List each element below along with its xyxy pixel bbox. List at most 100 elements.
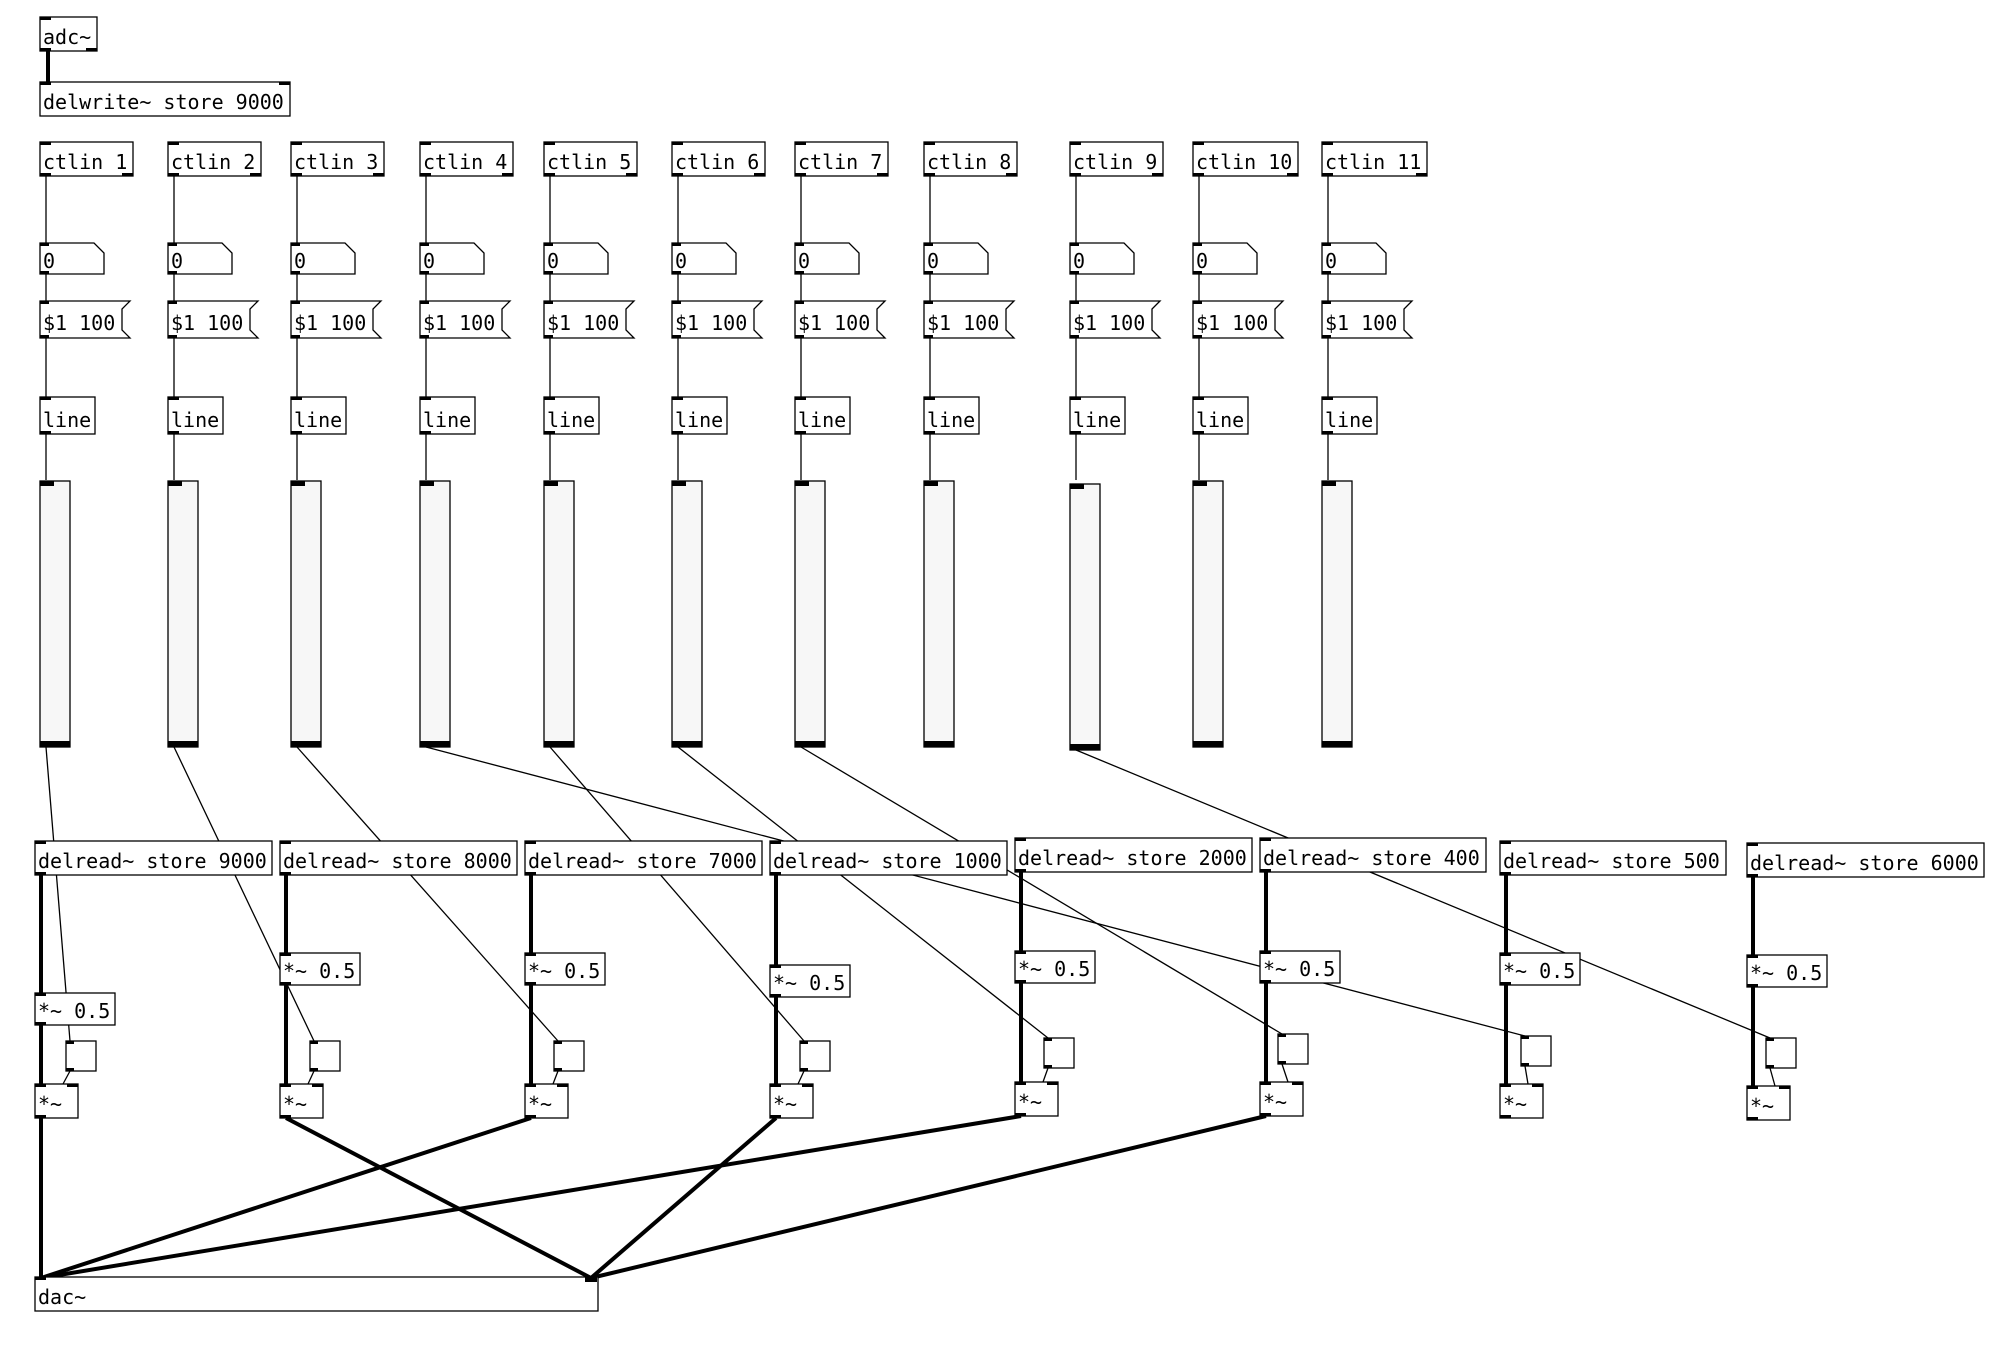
patch-cord[interactable] [1281, 1063, 1289, 1083]
patch-cord[interactable] [1042, 1067, 1049, 1083]
patch-cord[interactable] [590, 1114, 1267, 1280]
slider-3-handle[interactable] [291, 741, 321, 747]
delread-object-5[interactable]: delread~ store 2000 [1014, 837, 1253, 873]
line-object-2[interactable]: line [167, 396, 224, 435]
patch-cord[interactable] [45, 746, 71, 1042]
delread-object-8[interactable]: delread~ store 6000 [1746, 842, 1985, 878]
number-box-2[interactable]: 0 [167, 242, 233, 275]
slider-4[interactable] [419, 480, 451, 748]
toggle-8[interactable] [1765, 1037, 1797, 1069]
line-object-5[interactable]: line [543, 396, 600, 435]
slider-3[interactable] [290, 480, 322, 748]
delwrite-object[interactable]: delwrite~ store 9000 [39, 81, 291, 117]
message-box-1[interactable]: $1 100 [39, 300, 132, 339]
ctlin-1-object[interactable]: ctlin 1 [39, 141, 134, 177]
patch-cord[interactable] [552, 1070, 559, 1085]
slider-9[interactable] [1069, 483, 1101, 751]
patch-cord[interactable] [1769, 1067, 1776, 1087]
slider-8[interactable] [923, 480, 955, 748]
patch-cord[interactable] [307, 1070, 315, 1085]
toggle-5[interactable] [1043, 1037, 1075, 1069]
patch-cord[interactable] [173, 746, 315, 1042]
mult-object-3[interactable]: *~ [524, 1083, 569, 1119]
delread-object-7[interactable]: delread~ store 500 [1499, 840, 1727, 876]
delread-object-3[interactable]: delread~ store 7000 [524, 840, 763, 876]
number-box-9[interactable]: 0 [1069, 242, 1135, 275]
line-object-7[interactable]: line [794, 396, 851, 435]
slider-7[interactable] [794, 480, 826, 748]
line-object-10[interactable]: line [1192, 396, 1249, 435]
number-box-11[interactable]: 0 [1321, 242, 1387, 275]
message-box-6[interactable]: $1 100 [671, 300, 764, 339]
mult-object-5[interactable]: *~ [1014, 1081, 1059, 1117]
gain-object-8[interactable]: *~ 0.5 [1746, 954, 1828, 988]
message-box-10[interactable]: $1 100 [1192, 300, 1285, 339]
slider-5[interactable] [543, 480, 575, 748]
delread-object-2[interactable]: delread~ store 8000 [279, 840, 518, 876]
gain-object-7[interactable]: *~ 0.5 [1499, 952, 1581, 986]
slider-4-handle[interactable] [420, 741, 450, 747]
ctlin-2-object[interactable]: ctlin 2 [167, 141, 262, 177]
message-box-3[interactable]: $1 100 [290, 300, 383, 339]
ctlin-3-object[interactable]: ctlin 3 [290, 141, 385, 177]
number-box-10[interactable]: 0 [1192, 242, 1258, 275]
number-box-4[interactable]: 0 [419, 242, 485, 275]
message-box-7[interactable]: $1 100 [794, 300, 887, 339]
ctlin-8-object[interactable]: ctlin 8 [923, 141, 1018, 177]
message-box-8[interactable]: $1 100 [923, 300, 1016, 339]
slider-11[interactable] [1321, 480, 1353, 748]
gain-object-1[interactable]: *~ 0.5 [34, 992, 116, 1026]
ctlin-4-object[interactable]: ctlin 4 [419, 141, 514, 177]
slider-11-handle[interactable] [1322, 741, 1352, 747]
mult-object-7[interactable]: *~ [1499, 1083, 1544, 1119]
dac-object[interactable]: dac~ [34, 1276, 599, 1312]
ctlin-5-object[interactable]: ctlin 5 [543, 141, 638, 177]
patch-cord[interactable] [425, 746, 1526, 1037]
toggle-7[interactable] [1520, 1035, 1552, 1067]
toggle-3[interactable] [553, 1040, 585, 1072]
slider-6[interactable] [671, 480, 703, 748]
gain-object-5[interactable]: *~ 0.5 [1014, 950, 1096, 984]
toggle-4[interactable] [799, 1040, 831, 1072]
patch-cord[interactable] [1524, 1065, 1529, 1085]
number-box-8[interactable]: 0 [923, 242, 989, 275]
slider-9-handle[interactable] [1070, 744, 1100, 750]
slider-10[interactable] [1192, 480, 1224, 748]
patch-cord[interactable] [62, 1070, 71, 1085]
patch-cord[interactable] [800, 746, 1283, 1035]
gain-object-4[interactable]: *~ 0.5 [769, 964, 851, 998]
slider-2[interactable] [167, 480, 199, 748]
message-box-2[interactable]: $1 100 [167, 300, 260, 339]
number-box-6[interactable]: 0 [671, 242, 737, 275]
message-box-5[interactable]: $1 100 [543, 300, 636, 339]
number-box-1[interactable]: 0 [39, 242, 105, 275]
patch-cord[interactable] [296, 746, 559, 1042]
message-box-11[interactable]: $1 100 [1321, 300, 1414, 339]
toggle-6[interactable] [1277, 1033, 1309, 1065]
patch-cord[interactable] [40, 1114, 1022, 1280]
gain-object-6[interactable]: *~ 0.5 [1259, 950, 1341, 984]
line-object-4[interactable]: line [419, 396, 476, 435]
patch-cord[interactable] [285, 1116, 592, 1280]
number-box-7[interactable]: 0 [794, 242, 860, 275]
ctlin-9-object[interactable]: ctlin 9 [1069, 141, 1164, 177]
delread-object-4[interactable]: delread~ store 1000 [769, 840, 1008, 876]
gain-object-2[interactable]: *~ 0.5 [279, 952, 361, 986]
line-object-6[interactable]: line [671, 396, 728, 435]
line-object-11[interactable]: line [1321, 396, 1378, 435]
slider-7-handle[interactable] [795, 741, 825, 747]
slider-6-handle[interactable] [672, 741, 702, 747]
mult-object-2[interactable]: *~ [279, 1083, 324, 1119]
number-box-5[interactable]: 0 [543, 242, 609, 275]
ctlin-7-object[interactable]: ctlin 7 [794, 141, 889, 177]
mult-object-6[interactable]: *~ [1259, 1081, 1304, 1117]
adc-object[interactable]: adc~ [39, 16, 98, 52]
message-box-9[interactable]: $1 100 [1069, 300, 1162, 339]
patch-cord[interactable] [589, 1116, 778, 1280]
patch-cord[interactable] [797, 1070, 805, 1085]
mult-object-1[interactable]: *~ [34, 1083, 79, 1119]
toggle-2[interactable] [309, 1040, 341, 1072]
line-object-8[interactable]: line [923, 396, 980, 435]
mult-object-4[interactable]: *~ [769, 1083, 814, 1119]
ctlin-11-object[interactable]: ctlin 11 [1321, 141, 1428, 177]
